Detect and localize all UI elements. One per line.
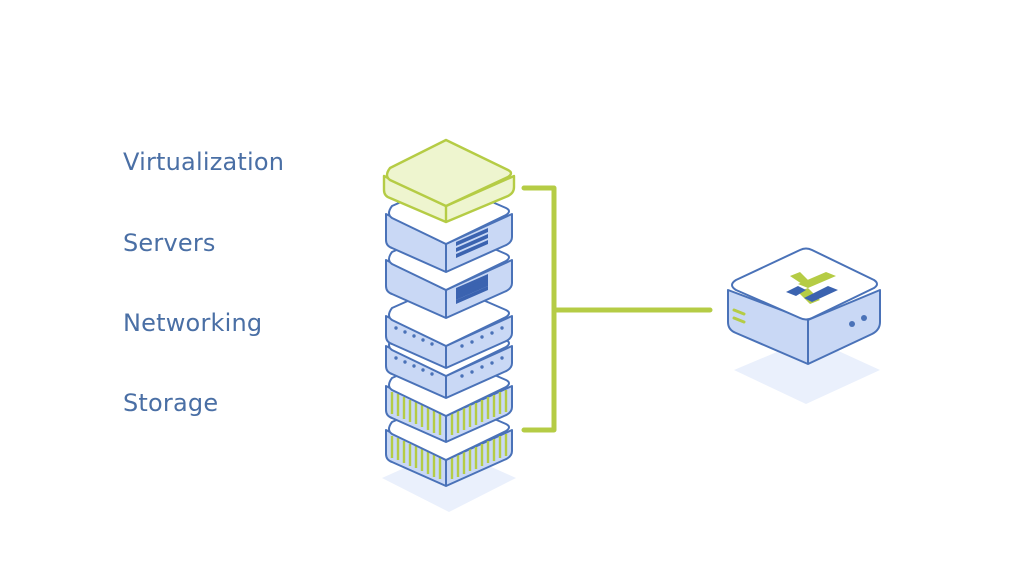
label-servers: Servers bbox=[123, 229, 216, 257]
label-networking: Networking bbox=[123, 309, 263, 337]
label-storage: Storage bbox=[123, 389, 219, 417]
label-virtualization: Virtualization bbox=[123, 148, 285, 176]
layer-labels: Virtualization Servers Networking Storag… bbox=[123, 0, 363, 576]
appliance-shadow bbox=[734, 338, 880, 404]
virtualization-block bbox=[382, 138, 516, 224]
bracket-connector bbox=[521, 185, 713, 433]
x-logo-icon bbox=[786, 272, 838, 304]
hci-appliance-icon bbox=[727, 247, 881, 365]
